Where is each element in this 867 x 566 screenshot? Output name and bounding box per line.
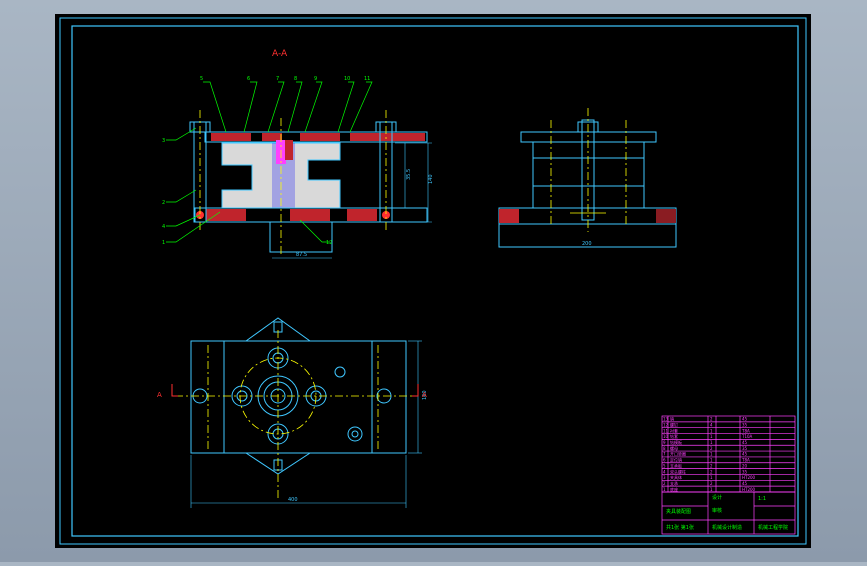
bom-cell-name: 开口垫圈: [670, 451, 686, 457]
balloon-8: 8: [294, 76, 297, 82]
inner-border: [71, 25, 799, 537]
outer-border: [59, 17, 807, 545]
bom-cell-mat: T8A: [741, 458, 750, 463]
balloon-12: 12: [326, 240, 332, 246]
tb-class: 机械设计制造: [712, 524, 742, 531]
dim-side-width: 200: [582, 241, 592, 247]
bom-cell-qty: 1: [710, 487, 713, 492]
tb-scale: 1:1: [758, 496, 766, 502]
bom-cell-mat: 20: [742, 463, 748, 468]
bom-cell-qty: 2: [710, 463, 713, 468]
plan-view: 400 160 A A: [157, 317, 428, 508]
bom-cell-name: 销: [670, 416, 674, 422]
tb-drawing-name: 夹具装配图: [666, 508, 691, 515]
bom-cell-qty: 1: [710, 428, 713, 433]
bom-cell-qty: 1: [710, 452, 713, 457]
bom-cell-no: 3: [663, 475, 666, 480]
bom-cell-name: 支承板: [670, 462, 682, 468]
bom-cell-qty: 2: [710, 481, 713, 486]
bom-cell-name: 定位销: [670, 457, 682, 463]
balloon-3: 3: [162, 138, 165, 144]
bom-cell-qty: 2: [710, 469, 713, 474]
dim-plan-width: 400: [288, 497, 298, 503]
bom-cell-qty: 1: [710, 458, 713, 463]
section-title: A-A: [272, 49, 288, 59]
bom-cell-no: 4: [663, 469, 666, 474]
section-view-front: A-A: [162, 49, 434, 259]
bom-cell-no: 13: [663, 417, 669, 422]
bom-cell-no: 11: [663, 428, 669, 433]
bom-cell-qty: 2: [710, 446, 713, 451]
side-view: [498, 108, 677, 248]
tb-school: 机械工程学院: [758, 524, 788, 531]
tb-sheet: 共1张 第1张: [666, 524, 694, 531]
bom-cell-mat: 35: [742, 422, 748, 427]
bom-cell-name: 双头螺柱: [670, 468, 686, 474]
bom-cell-no: 1: [663, 487, 666, 492]
dim-plan-height: 160: [422, 390, 428, 400]
section-mark-right: A: [422, 391, 427, 399]
bom-cell-mat: 45: [742, 417, 748, 422]
bom-cell-no: 9: [663, 440, 666, 445]
bom-cell-mat: 45: [742, 481, 748, 486]
bom-cell-name: 底座: [670, 486, 678, 492]
bom-cell-mat: T10A: [741, 434, 753, 439]
bom-cell-mat: T8A: [741, 428, 750, 433]
bom-cell-no: 10: [663, 434, 669, 439]
balloon-6: 6: [247, 76, 250, 82]
bom-cell-name: 夹具体: [670, 474, 682, 480]
tb-checker: 审核: [712, 507, 722, 514]
balloon-5: 5: [200, 76, 203, 82]
bom-cell-no: 5: [663, 463, 666, 468]
bom-cell-name: 螺钉: [670, 421, 678, 427]
bom-cell-no: 6: [663, 458, 666, 463]
bom-cell-name: 支承: [670, 480, 678, 486]
bom-cell-mat: 35: [742, 446, 748, 451]
bom-cell-name: 螺母: [670, 445, 678, 451]
balloon-10: 10: [344, 76, 350, 82]
dim-front-bottom: 87.5: [296, 252, 307, 258]
bom-cell-qty: 1: [710, 440, 713, 445]
bom-cell-name: 钻套: [670, 433, 678, 439]
bom-cell-mat: 45: [742, 452, 748, 457]
bom-cell-qty: 1: [710, 434, 713, 439]
section-mark-left: A: [157, 391, 162, 399]
bom-cell-name: 钻模板: [670, 439, 682, 445]
bom-cell-no: 12: [663, 422, 669, 427]
drawing-sheet: [55, 14, 811, 548]
bom-cell-mat: HT200: [742, 487, 756, 492]
bom-cell-qty: 1: [710, 475, 713, 480]
bom-cell-no: 2: [663, 481, 666, 486]
balloon-7: 7: [276, 76, 279, 82]
balloon-2: 2: [162, 200, 165, 206]
bom-cell-mat: 45: [742, 440, 748, 445]
balloon-1: 1: [162, 240, 165, 246]
dim-front-inner: 35.5: [406, 169, 412, 180]
balloon-11: 11: [364, 76, 370, 82]
balloon-9: 9: [314, 76, 317, 82]
bom-cell-mat: HT200: [742, 475, 756, 480]
bom-cell-qty: 2: [710, 417, 713, 422]
bom-cell-name: 衬套: [670, 427, 678, 433]
bom-cell-no: 8: [663, 446, 666, 451]
balloon-4: 4: [162, 224, 165, 230]
bom-cell-qty: 4: [710, 422, 713, 427]
bom-cell-no: 7: [663, 452, 666, 457]
dim-front-height: 140: [428, 174, 434, 184]
tb-designer: 设计: [712, 494, 722, 501]
bom-cell-mat: 35: [742, 469, 748, 474]
